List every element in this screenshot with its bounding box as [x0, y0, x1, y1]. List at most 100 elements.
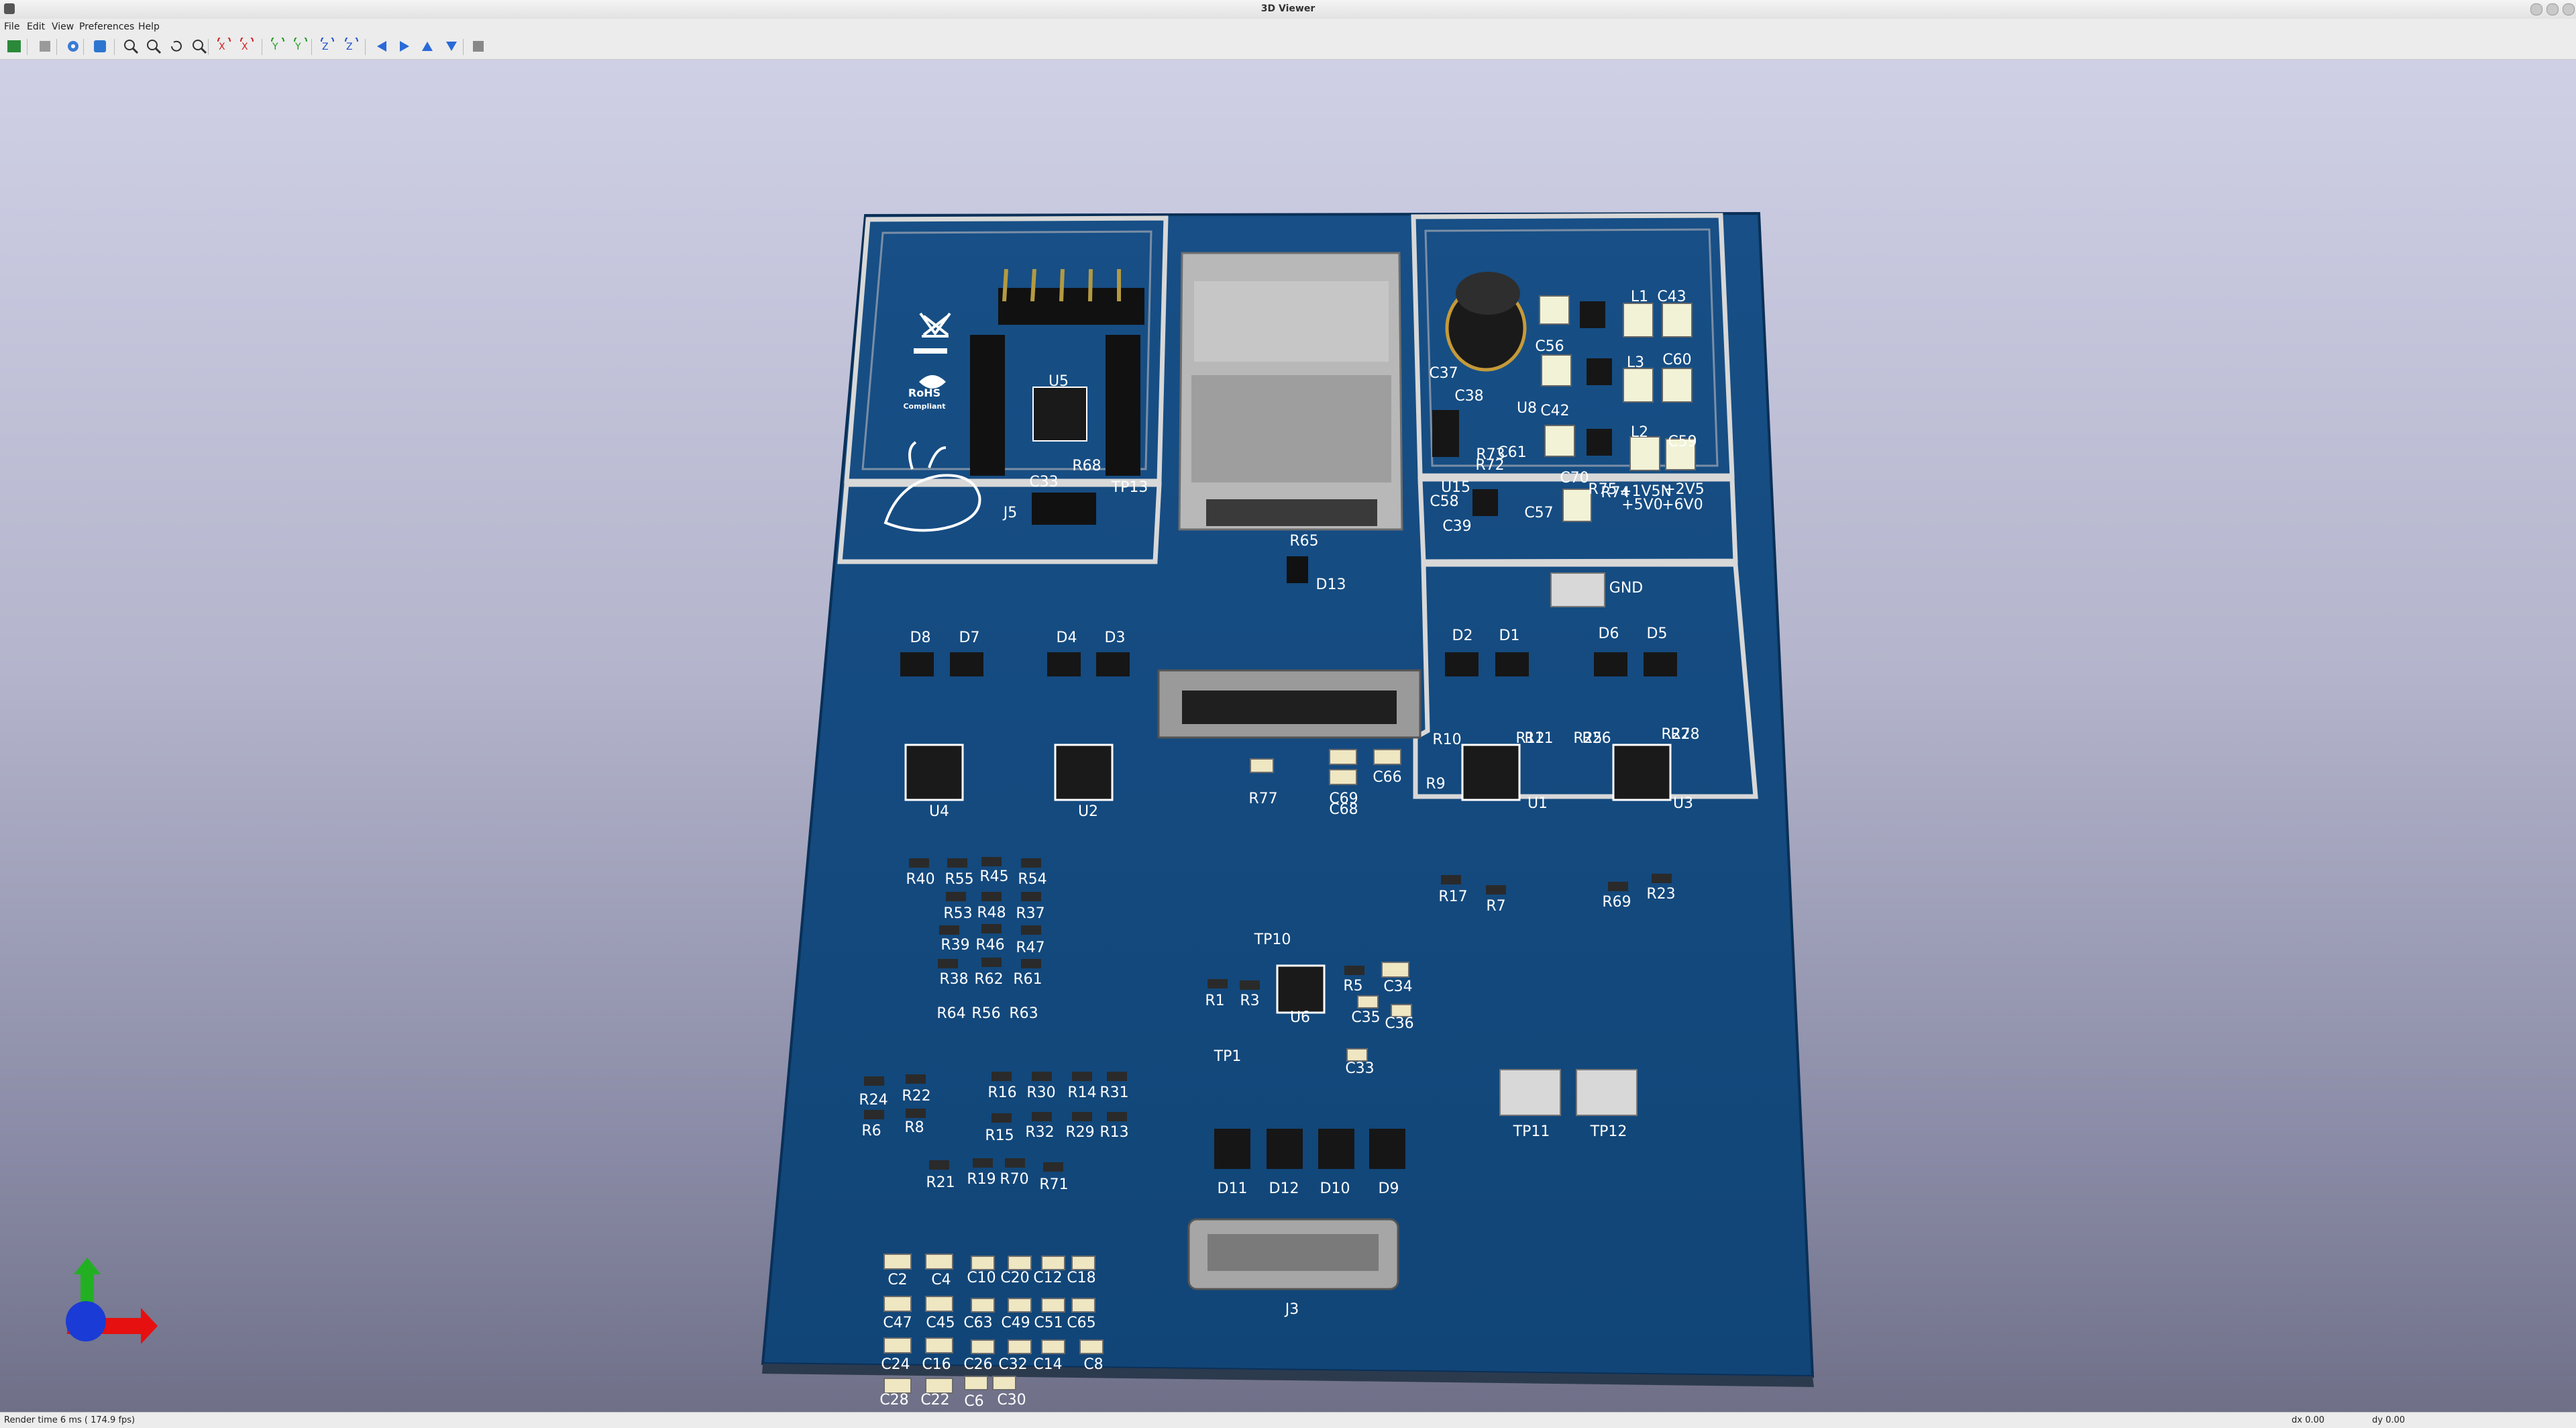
reload-board-icon[interactable]: [5, 38, 23, 55]
diode-arrays: [900, 652, 1677, 1169]
testpoint-tp11: [1499, 1069, 1561, 1116]
rotate-x-ccw-icon[interactable]: X: [239, 38, 256, 55]
silkscreen-label: C20: [1000, 1270, 1029, 1286]
silkscreen-label: C70: [1560, 470, 1589, 487]
pan-right-icon[interactable]: [396, 38, 413, 55]
silkscreen-label: R77: [1248, 790, 1277, 807]
rohs-logo-text: Compliant: [903, 402, 945, 411]
silkscreen-label: TP11: [1513, 1123, 1550, 1140]
svg-text:X: X: [219, 42, 225, 52]
render-time: Render time 6 ms ( 174.9 fps): [4, 1415, 136, 1425]
silkscreen-label: D7: [959, 629, 980, 646]
toolbar-separator: [83, 39, 84, 55]
silkscreen-label: R5: [1343, 978, 1362, 994]
silkscreen-label: +5V0: [1621, 497, 1662, 513]
silkscreen-label: D6: [1599, 625, 1619, 642]
silkscreen-label: R15: [985, 1127, 1014, 1144]
silkscreen-label: D2: [1452, 627, 1473, 644]
silkscreen-label: R24: [859, 1092, 888, 1109]
silkscreen-label: C34: [1383, 978, 1412, 995]
silkscreen-label: D3: [1105, 629, 1126, 646]
toolbar-separator: [365, 39, 366, 55]
rotate-z-ccw-icon[interactable]: Z: [343, 38, 361, 55]
pan-down-icon[interactable]: [443, 38, 460, 55]
pin-header-right: [1106, 335, 1140, 476]
silkscreen-label: C18: [1067, 1270, 1095, 1286]
silkscreen-label: R26: [1582, 730, 1611, 747]
svg-text:Z: Z: [346, 42, 353, 52]
title-bar: 3D Viewer: [0, 0, 2576, 19]
silkscreen-label: GND: [1609, 580, 1643, 597]
silkscreen-label: R37: [1016, 905, 1044, 922]
rotate-y-cw-icon[interactable]: Y: [270, 38, 287, 55]
rohs-logo-text: RoHS: [908, 387, 941, 399]
window-title: 3D Viewer: [1260, 3, 1316, 14]
silkscreen-label: U8: [1517, 400, 1537, 417]
pan-left-icon[interactable]: [373, 38, 390, 55]
zoom-fit-icon[interactable]: [191, 38, 208, 55]
silkscreen-label: C49: [1001, 1315, 1030, 1331]
silkscreen-label: C10: [967, 1270, 996, 1286]
rotate-z-cw-icon[interactable]: Z: [319, 38, 337, 55]
silkscreen-label: R61: [1013, 971, 1042, 988]
testpoint-gnd: [1550, 572, 1605, 607]
silkscreen-label: L3: [1627, 354, 1644, 371]
pcb-board-render: U5R68C33J5TP13R65D13C37C38U8C42L1L2L3C43…: [761, 211, 1815, 1410]
zoom-out-icon[interactable]: [145, 38, 162, 55]
pan-up-icon[interactable]: [419, 38, 436, 55]
silkscreen-label: D9: [1379, 1180, 1399, 1197]
chip-d13: [1287, 556, 1308, 583]
raytrace-icon[interactable]: [91, 38, 109, 55]
silkscreen-label: +2V5: [1663, 481, 1704, 498]
silkscreen-label: R10: [1432, 731, 1461, 748]
silkscreen-label: R29: [1065, 1124, 1094, 1141]
zoom-in-icon[interactable]: [122, 38, 140, 55]
silkscreen-label: R14: [1067, 1084, 1096, 1101]
maximize-button[interactable]: [2546, 3, 2559, 15]
silkscreen-label: R23: [1646, 886, 1675, 903]
silkscreen-label: R28: [1670, 726, 1699, 743]
silkscreen-label: R75: [1588, 481, 1617, 498]
menu-view[interactable]: View: [52, 21, 74, 32]
silkscreen-label: C59: [1668, 434, 1697, 450]
silkscreen-label: D1: [1499, 627, 1520, 644]
silkscreen-label: J5: [1002, 505, 1018, 521]
chip-u5: [1032, 387, 1087, 442]
silkscreen-label: U3: [1673, 795, 1693, 812]
menu-edit[interactable]: Edit: [27, 21, 46, 32]
silkscreen-label: R39: [941, 937, 969, 954]
menu-help[interactable]: Help: [138, 21, 160, 32]
svg-text:Y: Y: [294, 42, 301, 52]
shield-frame-left-lower: [837, 482, 1162, 564]
render-options-icon[interactable]: [64, 38, 82, 55]
silkscreen-label: R46: [975, 937, 1004, 954]
toggle-ortho-icon[interactable]: [470, 38, 487, 55]
silkscreen-label: TP13: [1111, 479, 1148, 496]
close-button[interactable]: [2563, 3, 2575, 15]
silkscreen-label: R6: [861, 1123, 881, 1139]
silkscreen-label: C42: [1540, 403, 1569, 419]
silkscreen-label: D8: [910, 629, 931, 646]
svg-text:Y: Y: [272, 42, 278, 52]
silkscreen-label: R72: [1475, 457, 1504, 474]
rotate-y-ccw-icon[interactable]: Y: [292, 38, 310, 55]
silkscreen-label: C37: [1429, 365, 1458, 382]
silkscreen-label: C56: [1535, 338, 1564, 355]
silkscreen-label: C45: [926, 1315, 955, 1331]
menu-file[interactable]: File: [4, 21, 20, 32]
toolbar-separator: [27, 39, 28, 55]
dy-readout: dy 0.00: [2372, 1415, 2406, 1425]
redraw-icon[interactable]: [168, 38, 185, 55]
silkscreen-label: C12: [1033, 1270, 1062, 1286]
menu-preferences[interactable]: Preferences: [79, 21, 135, 32]
silkscreen-label: L2: [1631, 424, 1648, 441]
silkscreen-label: R3: [1240, 992, 1259, 1009]
copy-image-icon[interactable]: [36, 38, 54, 55]
toolbar-separator: [56, 39, 57, 55]
rotate-x-cw-icon[interactable]: X: [216, 38, 233, 55]
silkscreen-label: U5: [1049, 373, 1069, 390]
silkscreen-label: R63: [1009, 1005, 1038, 1022]
silkscreen-label: R9: [1426, 776, 1445, 793]
minimize-button[interactable]: [2530, 3, 2542, 15]
